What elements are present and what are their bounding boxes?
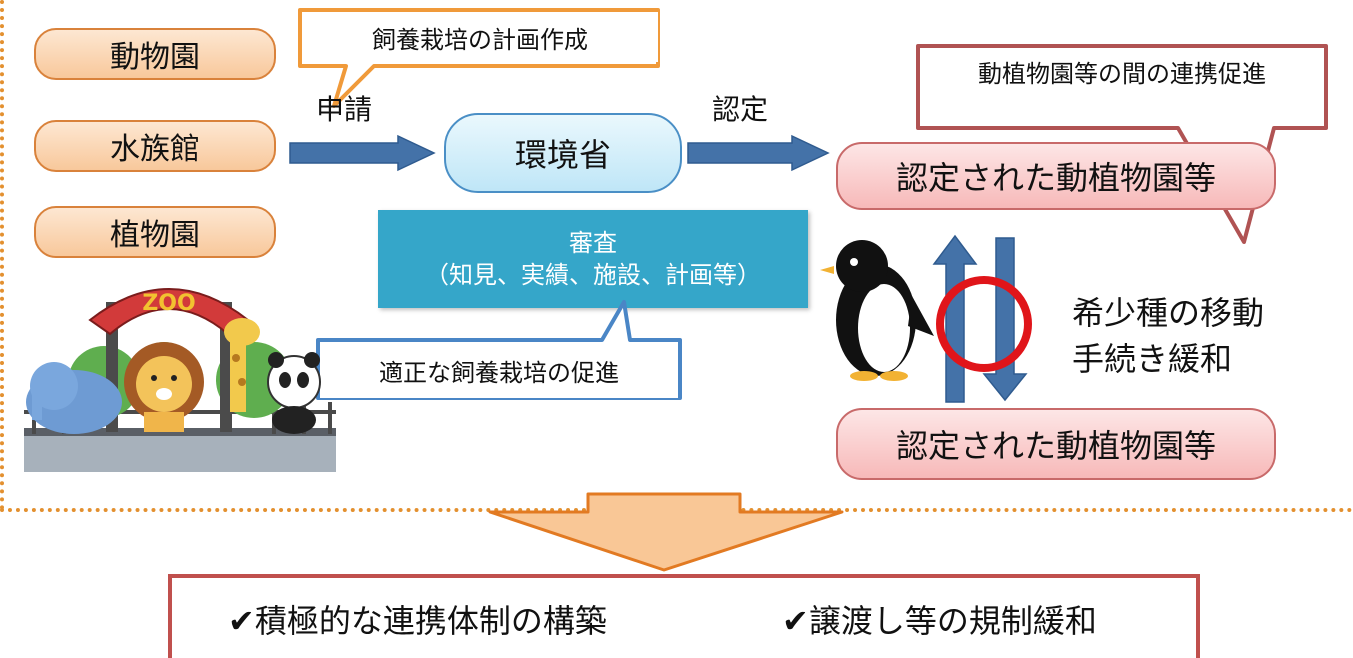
certified-facilities-bottom: 認定された動植物園等 xyxy=(836,408,1276,480)
arrow-up xyxy=(932,234,978,403)
certified-facilities-top: 認定された動植物園等 xyxy=(836,142,1276,210)
dotted-frame-left xyxy=(0,0,4,510)
arrow-down xyxy=(982,237,1028,402)
relaxation-line-2: 手続き緩和 xyxy=(1072,340,1233,378)
apply-arrow xyxy=(289,134,436,172)
zoo-sign-text: ZOO xyxy=(142,291,195,316)
ministry-node: 環境省 xyxy=(444,113,682,193)
result-deregulation: ✔譲渡し等の規制緩和 xyxy=(782,602,1097,640)
review-detail: （知見、実績、施設、計画等） xyxy=(425,261,761,289)
applicant-zoo: 動物園 xyxy=(34,28,276,80)
outcome-arrow xyxy=(488,492,844,572)
relaxation-line-1: 希少種の移動 xyxy=(1072,294,1265,332)
apply-label: 申請 xyxy=(316,93,373,126)
applicant-aquarium: 水族館 xyxy=(34,120,276,172)
cooperation-callout-text: 動植物園等の間の連携促進 xyxy=(920,48,1324,94)
penguin-illustration xyxy=(820,240,934,381)
proper-callout-text: 適正な飼養栽培の促進 xyxy=(320,342,678,398)
result-cooperation-system: ✔積極的な連携体制の構築 xyxy=(228,602,607,640)
transfer-arrows xyxy=(932,234,1032,403)
red-ring xyxy=(936,276,1032,372)
certify-arrow xyxy=(687,134,830,172)
applicant-botanical-garden: 植物園 xyxy=(34,206,276,258)
review-title: 審査 xyxy=(569,228,617,257)
plan-callout-text: 飼養栽培の計画作成 xyxy=(302,12,658,62)
results-box: ✔積極的な連携体制の構築 ✔譲渡し等の規制緩和 xyxy=(168,574,1200,658)
review-box: 審査 （知見、実績、施設、計画等） xyxy=(378,210,808,308)
certify-label: 認定 xyxy=(712,93,769,126)
zoo-illustration: ZOO xyxy=(24,288,336,472)
